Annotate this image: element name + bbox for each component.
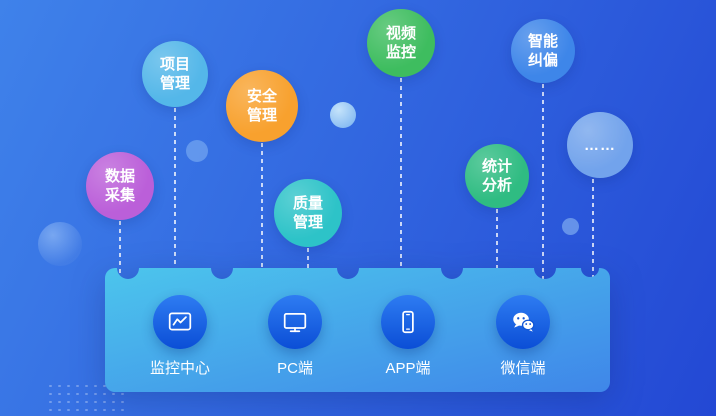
balloon-label: 质量 (292, 195, 323, 212)
balloon-label: 统计 (481, 158, 512, 175)
tether-line-statistical-analysis (496, 209, 498, 269)
balloon-label: 项目 (159, 56, 190, 73)
tether-line-quality-management (307, 248, 309, 269)
station-label: 监控中心 (149, 360, 210, 377)
balloon-label: 采集 (104, 187, 135, 204)
monitoring-center-circle (153, 295, 207, 349)
balloon-label: 管理 (159, 75, 190, 92)
decor-bubble (186, 140, 208, 162)
balloon-label: 智能 (527, 33, 558, 50)
decor-bubble (330, 102, 356, 128)
station-app: APP端 (348, 295, 468, 378)
balloon-label: 安全 (246, 88, 277, 105)
balloon-label: …… (584, 136, 616, 154)
balloon-project-management: 项目 管理 (142, 41, 208, 107)
balloon-label: 数据 (104, 168, 135, 185)
station-label: 微信端 (500, 360, 546, 377)
balloon-label: 分析 (481, 177, 512, 194)
desktop-monitor-icon (283, 313, 307, 333)
platform (105, 268, 610, 392)
tether-line-safety-management (261, 143, 263, 269)
station-pc: PC端 (235, 295, 355, 378)
station-label: APP端 (385, 360, 431, 377)
app-circle (381, 295, 435, 349)
balloon-label: 视频 (385, 25, 416, 42)
balloon-label: 管理 (292, 214, 323, 231)
balloon-quality-management: 质量 管理 (274, 179, 342, 247)
balloon-intelligent-correction: 智能 纠偏 (511, 19, 575, 83)
wechat-circle (496, 295, 550, 349)
tether-line-more (592, 179, 594, 277)
station-label: PC端 (277, 360, 313, 377)
smartphone-icon (402, 310, 414, 334)
tether-line-data-collection (119, 221, 121, 279)
station-monitoring-center: 监控中心 (120, 295, 240, 378)
tether-line-video-monitoring (400, 78, 402, 269)
tether-line-intelligent-correction (542, 84, 544, 279)
balloon-label: 纠偏 (527, 52, 558, 69)
decor-bubble (562, 218, 579, 235)
balloon-label: 管理 (246, 107, 277, 124)
pc-circle (268, 295, 322, 349)
balloon-video-monitoring: 视频 监控 (367, 9, 435, 77)
station-wechat: 微信端 (463, 295, 583, 378)
tether-line-project-management (174, 108, 176, 269)
balloon-safety-management: 安全 管理 (226, 70, 298, 142)
balloon-statistical-analysis: 统计 分析 (465, 144, 529, 208)
wechat-icon (513, 312, 535, 332)
balloon-more: …… (567, 112, 633, 178)
balloon-data-collection: 数据 采集 (86, 152, 154, 220)
decor-bubble (38, 222, 82, 266)
line-chart-screen-icon (168, 312, 192, 331)
balloon-label: 监控 (385, 44, 416, 61)
